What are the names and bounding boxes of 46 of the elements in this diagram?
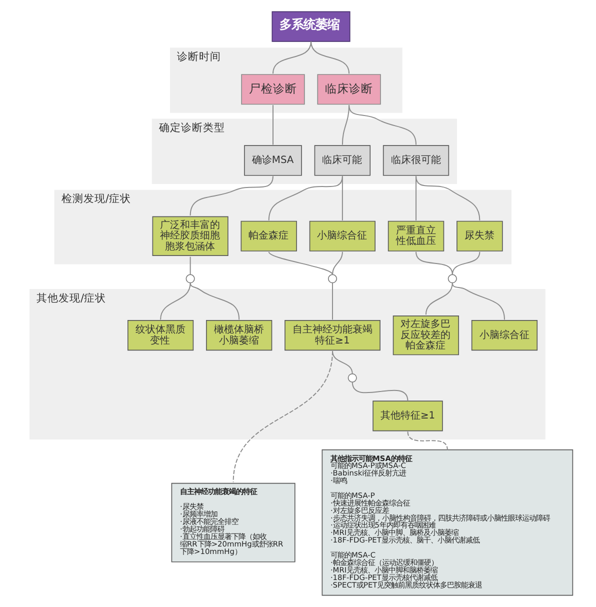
node-box: 小脑综合征 [309,220,376,252]
node-box: 广泛和丰富的神经胶质细胞胞浆包涵体 [152,216,228,256]
connector [272,104,274,146]
node-box: 尸检诊断 [241,74,305,105]
connector [332,251,343,276]
connector [190,282,240,320]
connector [268,176,343,221]
node-circle [448,274,457,284]
node-box: 其他指示可能MSA的特征 可能的MSA-P或MSA-C ·Babinski征伴反射亢进 ·喘鸣 可能的MSA-P ·快速进展性帕金森综合征 ·对左旋多巴反应差 ·步态共济失调，小脑性构音障碍，四肢共济障碍或小脑性眼球运动障碍 ·运动症状出现5年内即有吞咽困难 ·MRI见壳核、小脑中脚、脑桥及小脑萎缩 ·18F-FDG-PET显示壳核、脑干、小脑代谢减低 可能的MSA-C ·帕金森综合征（运动迟缓和僵硬） ·MRI见壳核、小脑中脚和脑桥萎缩 ·18F-FDG-PET显示壳核代谢减低 ·SPECT或PET见突触前黑质纹状体多巴胺能衰退 [322,449,574,596]
connector [348,104,417,146]
node-circle [348,373,357,382]
connector [416,251,453,276]
node-box: 尿失禁 [456,220,503,252]
node-box: 对左旋多巴反应较差的帕金森症 [392,315,460,356]
node-box: 自主神经功能衰竭的特征 ·尿失禁 ·尿频率增加 ·尿液不能完全排空 ·勃起功能障碍 ·直立性血压显著下降（如收缩RR下降>20mmHg或舒张RR下降>10mmHg） [171,482,296,562]
node-box: 临床诊断 [317,74,381,105]
connector [416,176,480,221]
node-circle [328,274,338,284]
node-box: 临床很可能 [382,145,450,176]
node-box: 严重直立性低血压 [388,220,444,252]
node-box: 其他特征≥1 [372,400,443,432]
connector [332,350,353,374]
connector [332,282,333,320]
node-box: 确诊MSA [244,145,302,176]
connector [452,251,480,276]
node-box: 帕金森症 [240,220,297,252]
connector [232,350,333,483]
node-circle [186,274,195,284]
node-box: 自主神经功能衰竭特征≥1 [284,320,380,351]
connector [342,176,343,221]
connector [310,40,350,74]
connector [342,104,350,146]
connector [190,176,274,216]
connector [268,251,333,276]
connector [160,282,191,320]
node-box: 临床可能 [314,145,371,176]
connector [190,256,191,276]
connector [416,176,417,221]
connector [452,282,505,320]
node-box: 多系统萎缩 [272,11,350,42]
node-box: 纹状体黑质变性 [127,320,194,351]
connector [407,431,448,450]
connector [352,382,408,402]
node-box: 小脑综合征 [471,320,538,351]
connector [425,282,453,316]
node-box: 橄榄体脑桥小脑萎缩 [206,320,272,351]
